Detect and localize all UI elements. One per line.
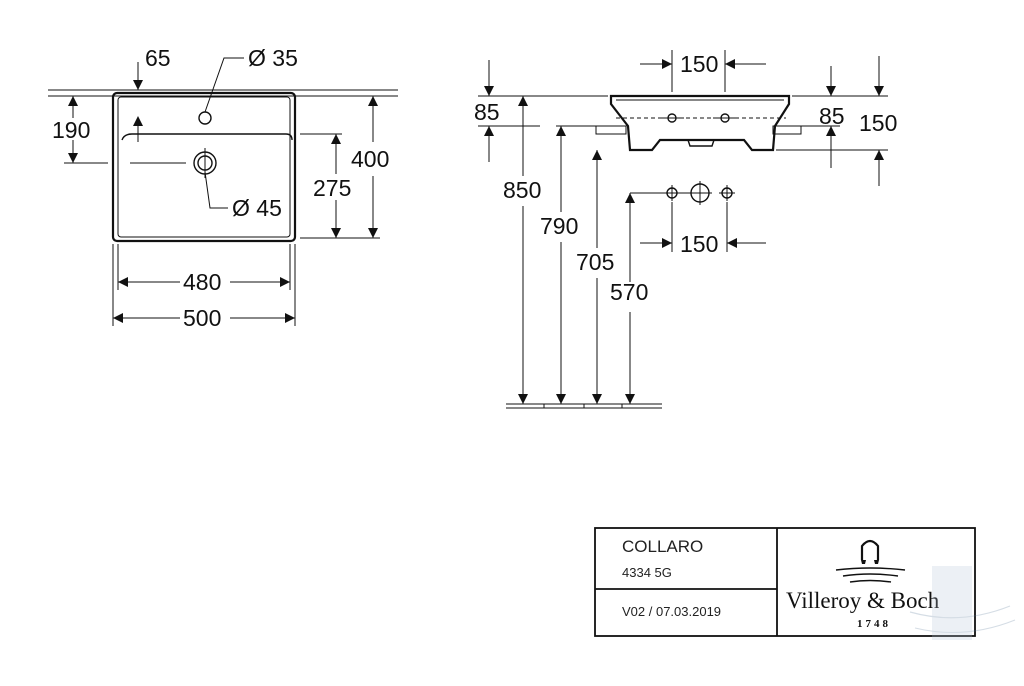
dim-65: 65	[145, 45, 171, 71]
dim-400: 400	[351, 146, 389, 172]
dim-150-holes: 150	[680, 231, 718, 257]
article-number: 4334 5G	[622, 565, 672, 580]
dim-dia45: Ø 45	[232, 195, 282, 221]
tap-hole	[198, 111, 212, 125]
dim-85-left: 85	[474, 99, 500, 125]
title-block: COLLARO 4334 5G V02 / 07.03.2019 Villero…	[594, 527, 1016, 640]
brand-logo: Villeroy & Boch 1748	[786, 539, 940, 630]
dim-190: 190	[52, 117, 90, 143]
brand-year: 1748	[857, 618, 891, 630]
dim-790: 790	[540, 213, 578, 239]
dim-275: 275	[313, 175, 351, 201]
dim-85-right: 85	[819, 103, 845, 129]
dim-480: 480	[183, 269, 221, 295]
side-view: 150 85 85 150 850 790	[474, 50, 897, 409]
dim-150-top: 150	[680, 51, 718, 77]
top-view: 65 Ø 35 190 400 275 Ø 45	[48, 45, 398, 331]
floor-line	[506, 403, 662, 409]
brand-name: Villeroy & Boch	[786, 588, 940, 613]
basin-profile	[609, 94, 791, 152]
watermark	[909, 566, 1016, 640]
wall-connections	[664, 181, 735, 205]
dim-dia35: Ø 35	[248, 45, 298, 71]
dim-705: 705	[576, 249, 614, 275]
basin-outline-outer	[111, 91, 297, 243]
version-date: V02 / 07.03.2019	[622, 604, 721, 619]
dim-500: 500	[183, 305, 221, 331]
dim-150-right: 150	[859, 110, 897, 136]
product-name: COLLARO	[622, 537, 703, 556]
dim-850: 850	[503, 177, 541, 203]
dim-570: 570	[610, 279, 648, 305]
